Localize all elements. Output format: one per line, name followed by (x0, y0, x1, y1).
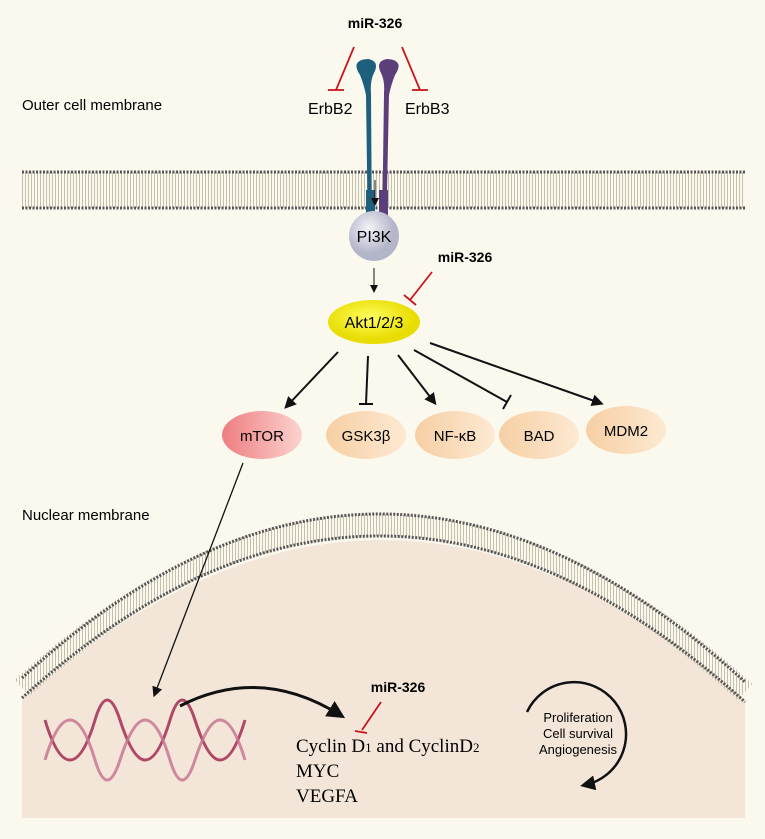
outcome-cell-survival: Cell survival (543, 726, 613, 741)
inhibition-cyclin (354, 701, 382, 734)
nucleus (22, 540, 745, 818)
target-myc: MYC (296, 761, 339, 782)
arrow-mtor-to-dna (152, 462, 244, 698)
mdm2-label: MDM2 (604, 423, 648, 440)
inhibition-akt-gsk3b (359, 355, 373, 405)
inhibition-akt (403, 271, 433, 306)
gsk3b-label: GSK3β (342, 428, 391, 445)
outcome-angiogenesis: Angiogenesis (539, 742, 618, 757)
pi3k-label: PI3K (357, 229, 392, 246)
nfkb-node (415, 411, 495, 459)
pi3k-node (349, 211, 399, 261)
outer-membrane-label: Outer cell membrane (22, 97, 162, 114)
bad-label: BAD (524, 428, 555, 445)
nfkb-label: NF-κB (434, 428, 477, 445)
inhibition-erbb3 (401, 46, 428, 91)
inhibition-akt-bad (413, 349, 512, 410)
akt-label: Akt1/2/3 (345, 315, 404, 332)
mir326-receptor-label: miR-326 (348, 15, 403, 31)
arrow-transcription (179, 686, 346, 719)
arrow-akt-to-nfkb (397, 354, 437, 406)
target-cyclin: Cyclin D1 and CyclinD2 (296, 736, 479, 757)
nuclear-membrane (14, 512, 753, 704)
mtor-node (222, 411, 302, 459)
arrow-akt-to-mtor (284, 351, 339, 409)
bad-node (499, 411, 579, 459)
mir326-akt-label: miR-326 (438, 249, 493, 265)
erbb3-label: ErbB3 (405, 101, 450, 118)
arrow-akt-to-mdm2 (429, 342, 604, 406)
nuclear-membrane-label: Nuclear membrane (22, 507, 150, 524)
inhibition-erbb2 (328, 46, 355, 91)
mir326-nucleus-label: miR-326 (371, 679, 426, 695)
erbb2-label: ErbB2 (308, 101, 353, 118)
cycle-arrow-icon (525, 680, 628, 791)
target-vegfa: VEGFA (296, 786, 358, 807)
mtor-label: mTOR (240, 428, 284, 445)
mdm2-node (586, 406, 666, 454)
akt-node (328, 300, 420, 344)
gsk3b-node (326, 411, 406, 459)
outcome-proliferation: Proliferation (543, 710, 612, 725)
dna-helix-icon (43, 698, 247, 782)
